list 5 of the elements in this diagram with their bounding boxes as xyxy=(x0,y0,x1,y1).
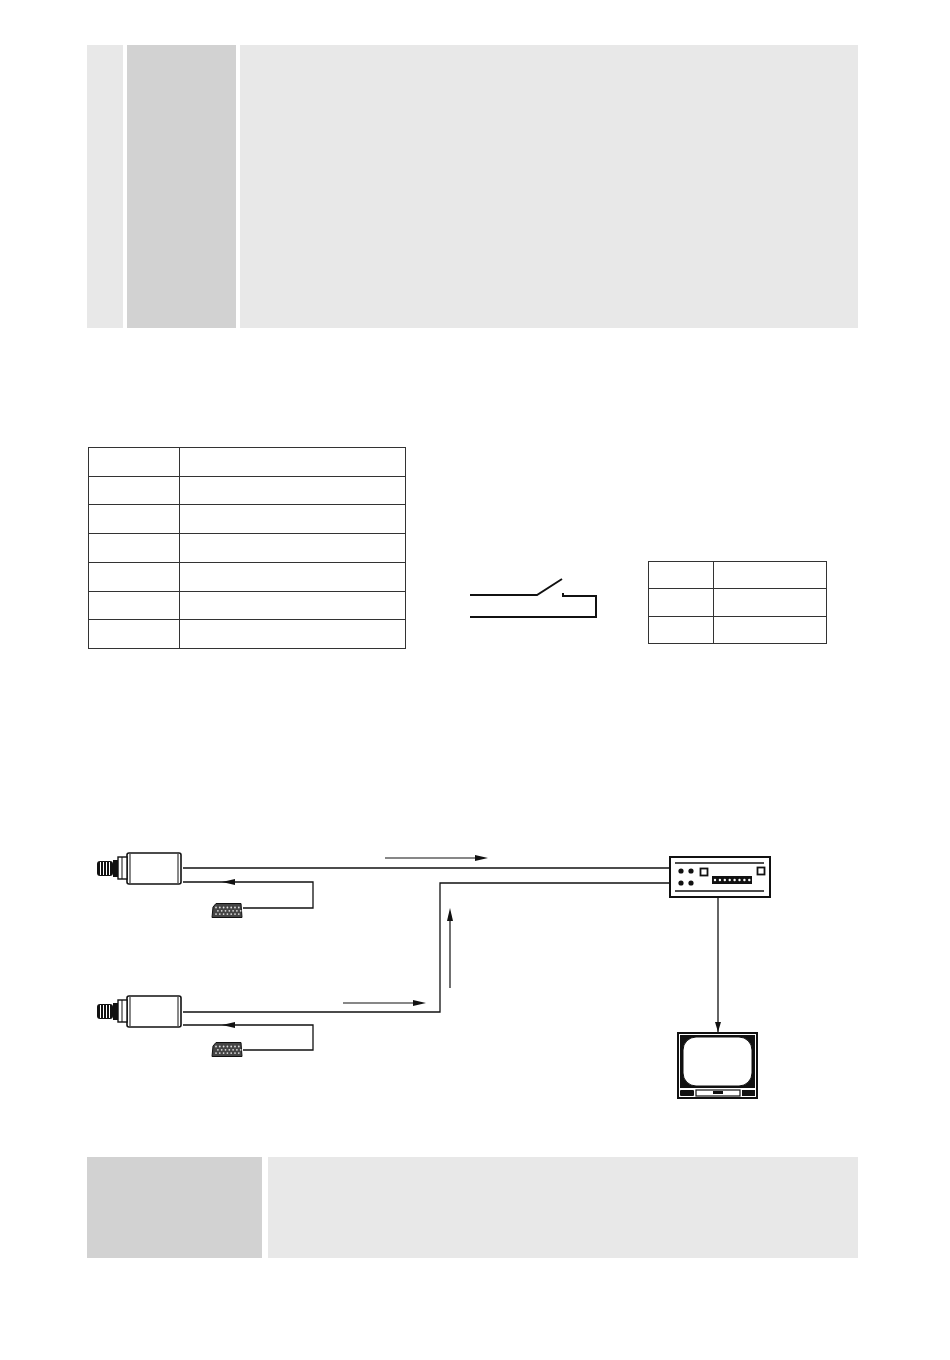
connector-arrow xyxy=(182,879,314,909)
cable-line xyxy=(182,882,670,1013)
connector-arrow xyxy=(715,897,721,1033)
connector-arrow xyxy=(182,1022,314,1051)
cable-line xyxy=(182,867,670,869)
